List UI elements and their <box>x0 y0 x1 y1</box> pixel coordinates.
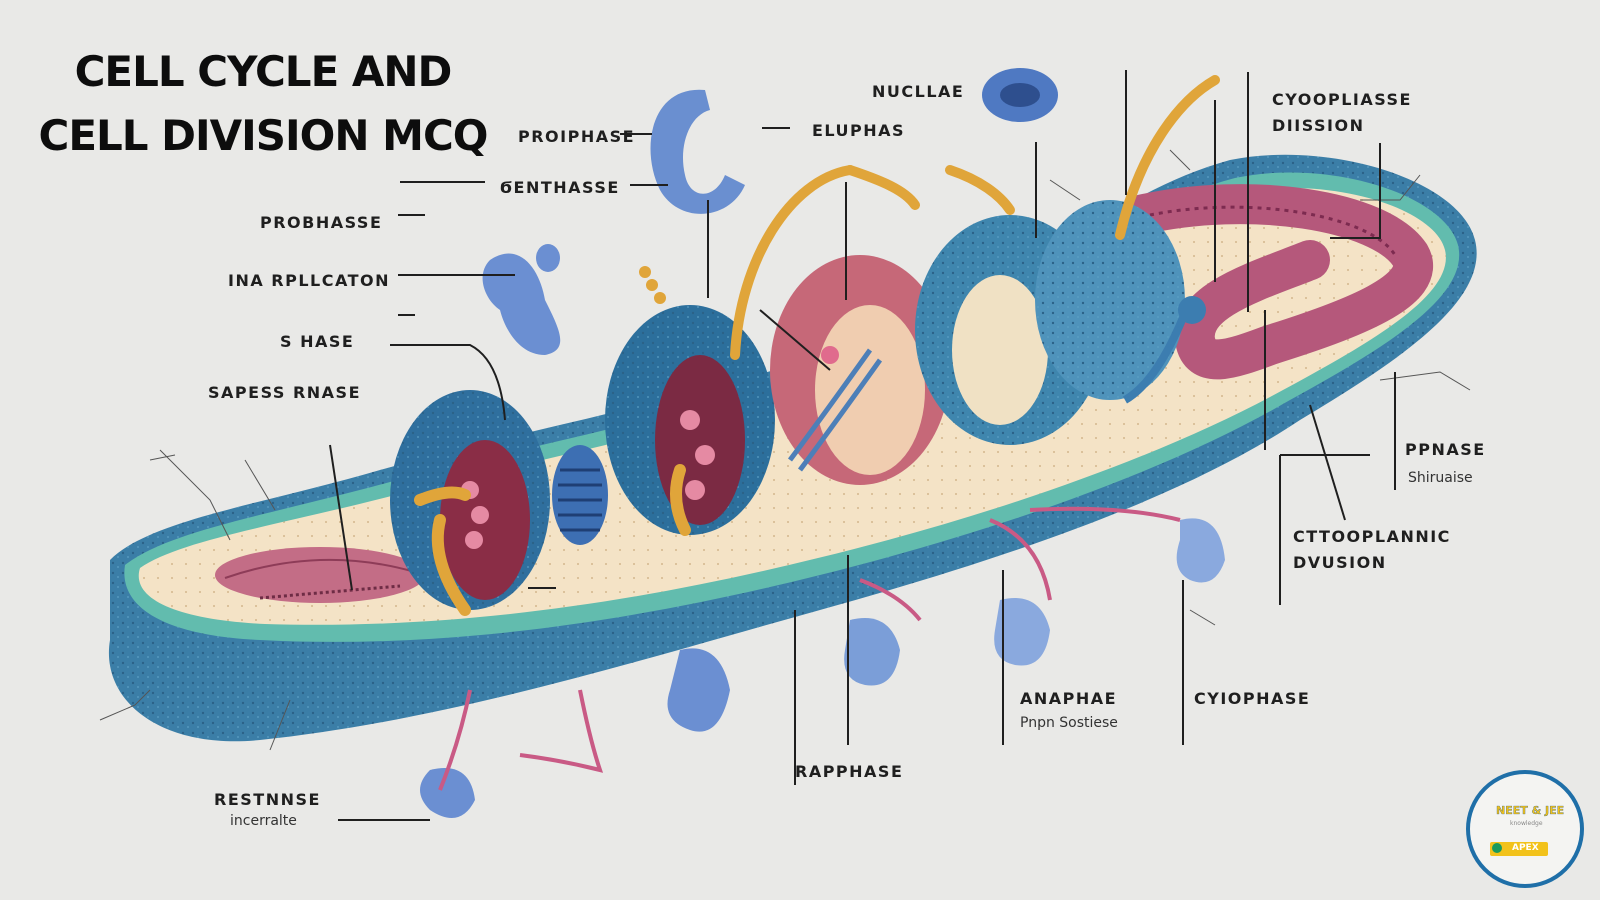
label-cyooplisse: CYOOPLIASSE <box>1272 90 1412 109</box>
floating-organelle-left <box>482 253 561 355</box>
logo-pill-text: APEX <box>1512 843 1539 853</box>
logo-subtext: knowledge <box>1510 820 1543 827</box>
chromosome-ring-5 <box>1035 200 1206 404</box>
chromosome-ring-1 <box>390 390 550 616</box>
floating-organelle-bottom-5 <box>1176 518 1225 583</box>
left-nucleus <box>215 547 425 603</box>
label-shiruaise: Shiruaise <box>1408 470 1473 486</box>
label-diission: DIISSION <box>1272 116 1365 135</box>
logo-text: NEET & JEE <box>1496 804 1565 817</box>
label-anaphae: ANAPHAE <box>1020 689 1118 708</box>
spindle-fiber-2 <box>845 165 920 210</box>
label-incerralte: incerralte <box>230 813 297 829</box>
floating-organelle-bottom-3 <box>844 618 900 686</box>
label-ppnase: PPNASE <box>1405 440 1486 459</box>
spindle-fiber-3 <box>945 165 1015 215</box>
spindle-fiber-4 <box>1115 75 1220 240</box>
floating-nucleus-c <box>650 89 745 214</box>
label-probhasse: PROBHASSE <box>260 213 383 232</box>
floating-organelle-bottom-2 <box>667 648 730 732</box>
brand-logo: NEET & JEE knowledge APEX <box>1466 770 1584 888</box>
logo-pill: APEX <box>1490 842 1548 856</box>
label-ina-rpllcaton: INA RPLLCATON <box>228 271 391 290</box>
label-cyiophase: CYIOPHASE <box>1194 689 1311 708</box>
label-proiphase: PROIPHASE <box>518 127 636 146</box>
label-eluphas: ELUPHAS <box>812 121 906 140</box>
leader-lines <box>329 70 1396 821</box>
label-s-hase: S HASE <box>280 332 355 351</box>
title-line-1: CELL CYCLE AND <box>74 47 453 96</box>
label-nucllae: NUCLLAE <box>872 82 965 101</box>
label-restnnse: RESTNNSE <box>214 790 321 809</box>
label-sapess-rnase: SAPESS RNASE <box>208 383 362 402</box>
chromosome-ring-3 <box>770 255 950 485</box>
label-rapphase: RAPPHASE <box>795 762 904 781</box>
title-line-2: CELL DIVISION MCQ <box>38 111 489 160</box>
floating-organelle-bottom-4 <box>994 598 1050 666</box>
label-cttooplannic: CTTOOPLANNIC <box>1293 527 1451 546</box>
page-title: CELL CYCLE AND CELL DIVISION MCQ <box>28 40 498 168</box>
floating-organelle-bottom-1 <box>420 768 475 818</box>
spindle-fiber-1 <box>730 165 855 360</box>
label-genthasse: ϬENTHASSE <box>500 178 620 197</box>
label-dvusion: DVUSION <box>1293 553 1387 572</box>
label-pnpn-sostiese: Pnpn Sostiese <box>1020 715 1118 731</box>
logo-dot-icon <box>1492 843 1502 853</box>
chromosome-ring-2 <box>605 305 775 536</box>
